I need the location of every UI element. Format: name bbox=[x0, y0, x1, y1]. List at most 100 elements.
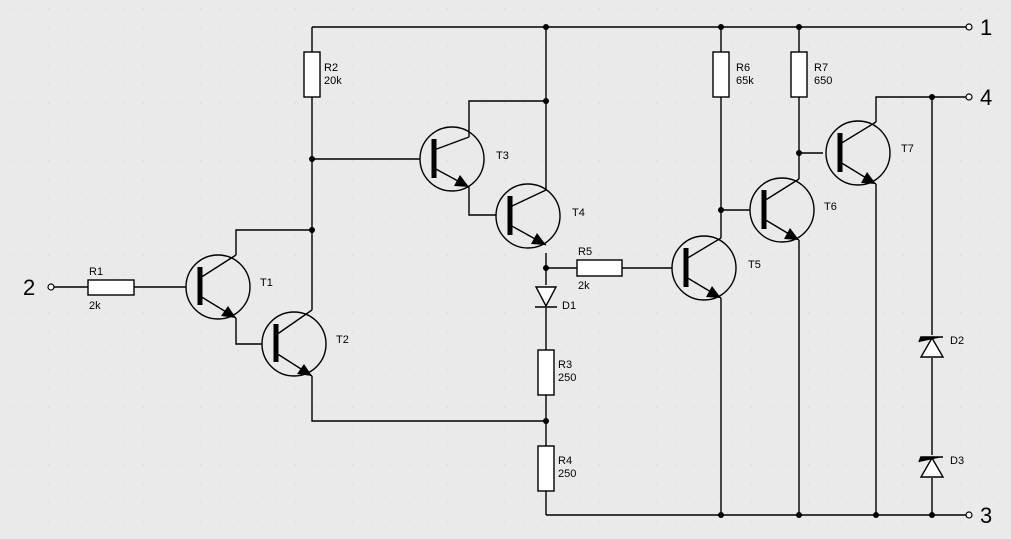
grid-dot bbox=[257, 65, 258, 66]
grid-dot bbox=[162, 8, 163, 9]
grid-dot bbox=[998, 65, 999, 66]
resistor-r7[interactable]: R7 650 bbox=[790, 51, 832, 98]
grid-dot bbox=[428, 502, 429, 503]
terminal-2-pin[interactable] bbox=[47, 283, 55, 291]
grid-dot bbox=[979, 46, 980, 47]
grid-dot bbox=[732, 236, 733, 237]
grid-dot bbox=[200, 217, 201, 218]
grid-dot bbox=[922, 122, 923, 123]
resistor-r6-name: R6 bbox=[736, 62, 750, 74]
grid-dot bbox=[561, 179, 562, 180]
grid-dot bbox=[162, 46, 163, 47]
grid-dot bbox=[428, 521, 429, 522]
grid-dot bbox=[29, 103, 30, 104]
grid-dot bbox=[637, 65, 638, 66]
grid-dot bbox=[960, 160, 961, 161]
grid-dot bbox=[903, 293, 904, 294]
transistor-t4[interactable]: T4 bbox=[495, 183, 585, 249]
grid-dot bbox=[618, 179, 619, 180]
grid-dot bbox=[865, 141, 866, 142]
grid-dot bbox=[903, 179, 904, 180]
grid-dot bbox=[105, 217, 106, 218]
transistor-t3[interactable]: T3 bbox=[419, 126, 509, 192]
grid-dot bbox=[979, 141, 980, 142]
grid-dot bbox=[808, 331, 809, 332]
grid-dot bbox=[162, 27, 163, 28]
grid-dot bbox=[257, 521, 258, 522]
resistor-r4[interactable]: R4 250 bbox=[537, 445, 576, 492]
grid-dot bbox=[618, 312, 619, 313]
grid-dot bbox=[504, 445, 505, 446]
grid-dot bbox=[808, 8, 809, 9]
grid-dot bbox=[884, 483, 885, 484]
grid-dot bbox=[827, 179, 828, 180]
grid-dot bbox=[333, 464, 334, 465]
grid-dot bbox=[219, 103, 220, 104]
transistor-t7[interactable]: T7 bbox=[825, 120, 914, 186]
grid-dot bbox=[941, 236, 942, 237]
grid-dot bbox=[238, 426, 239, 427]
grid-dot bbox=[922, 255, 923, 256]
grid-dot bbox=[637, 312, 638, 313]
grid-dot bbox=[903, 274, 904, 275]
grid-dot bbox=[466, 369, 467, 370]
grid-dot bbox=[504, 179, 505, 180]
grid-dot bbox=[504, 217, 505, 218]
grid-dot bbox=[390, 217, 391, 218]
grid-dot bbox=[561, 255, 562, 256]
grid-dot bbox=[713, 8, 714, 9]
grid-dot bbox=[732, 46, 733, 47]
grid-dot bbox=[390, 141, 391, 142]
grid-dot bbox=[713, 217, 714, 218]
grid-dot bbox=[903, 198, 904, 199]
resistor-r5[interactable]: R5 2k bbox=[576, 246, 623, 292]
grid-dot bbox=[276, 236, 277, 237]
transistor-t6[interactable]: T6 bbox=[749, 177, 837, 243]
terminal-1-pin[interactable] bbox=[965, 23, 973, 31]
diode-d3[interactable]: D3 bbox=[918, 455, 964, 478]
junction bbox=[796, 150, 802, 156]
grid-dot bbox=[257, 407, 258, 408]
grid-dot bbox=[352, 483, 353, 484]
transistor-t2[interactable]: T2 bbox=[261, 309, 349, 377]
grid-dot bbox=[48, 312, 49, 313]
grid-dot bbox=[181, 122, 182, 123]
grid-dot bbox=[770, 445, 771, 446]
grid-dot bbox=[504, 141, 505, 142]
grid-dot bbox=[181, 445, 182, 446]
grid-dot bbox=[846, 464, 847, 465]
resistor-r2[interactable]: R2 20k bbox=[303, 51, 342, 98]
diode-d2[interactable]: D2 bbox=[918, 335, 964, 358]
transistor-t1[interactable]: T1 bbox=[185, 254, 273, 320]
resistor-r3[interactable]: R3 250 bbox=[537, 349, 576, 396]
resistor-r6[interactable]: R6 65k bbox=[712, 51, 754, 98]
resistor-r1[interactable]: R1 2k bbox=[87, 266, 135, 312]
grid-dot bbox=[922, 350, 923, 351]
grid-dot bbox=[884, 445, 885, 446]
terminal-3-pin[interactable] bbox=[965, 511, 973, 519]
grid-dot bbox=[390, 331, 391, 332]
grid-dot bbox=[295, 103, 296, 104]
grid-dot bbox=[808, 502, 809, 503]
grid-dot bbox=[295, 27, 296, 28]
grid-dot bbox=[428, 179, 429, 180]
terminal-4-pin[interactable] bbox=[965, 93, 973, 101]
grid-dot bbox=[428, 217, 429, 218]
grid-dot bbox=[181, 350, 182, 351]
grid-dot bbox=[143, 160, 144, 161]
grid-dot bbox=[86, 46, 87, 47]
grid-dot bbox=[504, 274, 505, 275]
diode-d1[interactable]: D1 bbox=[534, 286, 576, 312]
grid-dot bbox=[333, 84, 334, 85]
grid-dot bbox=[466, 274, 467, 275]
grid-dot bbox=[466, 236, 467, 237]
grid-dot bbox=[827, 217, 828, 218]
grid-dot bbox=[105, 160, 106, 161]
transistor-t5[interactable]: T5 bbox=[671, 235, 761, 301]
grid-dot bbox=[371, 312, 372, 313]
grid-dot bbox=[504, 198, 505, 199]
grid-dot bbox=[504, 65, 505, 66]
resistor-r7-body bbox=[790, 51, 808, 98]
grid-dot bbox=[105, 274, 106, 275]
grid-dot bbox=[238, 122, 239, 123]
